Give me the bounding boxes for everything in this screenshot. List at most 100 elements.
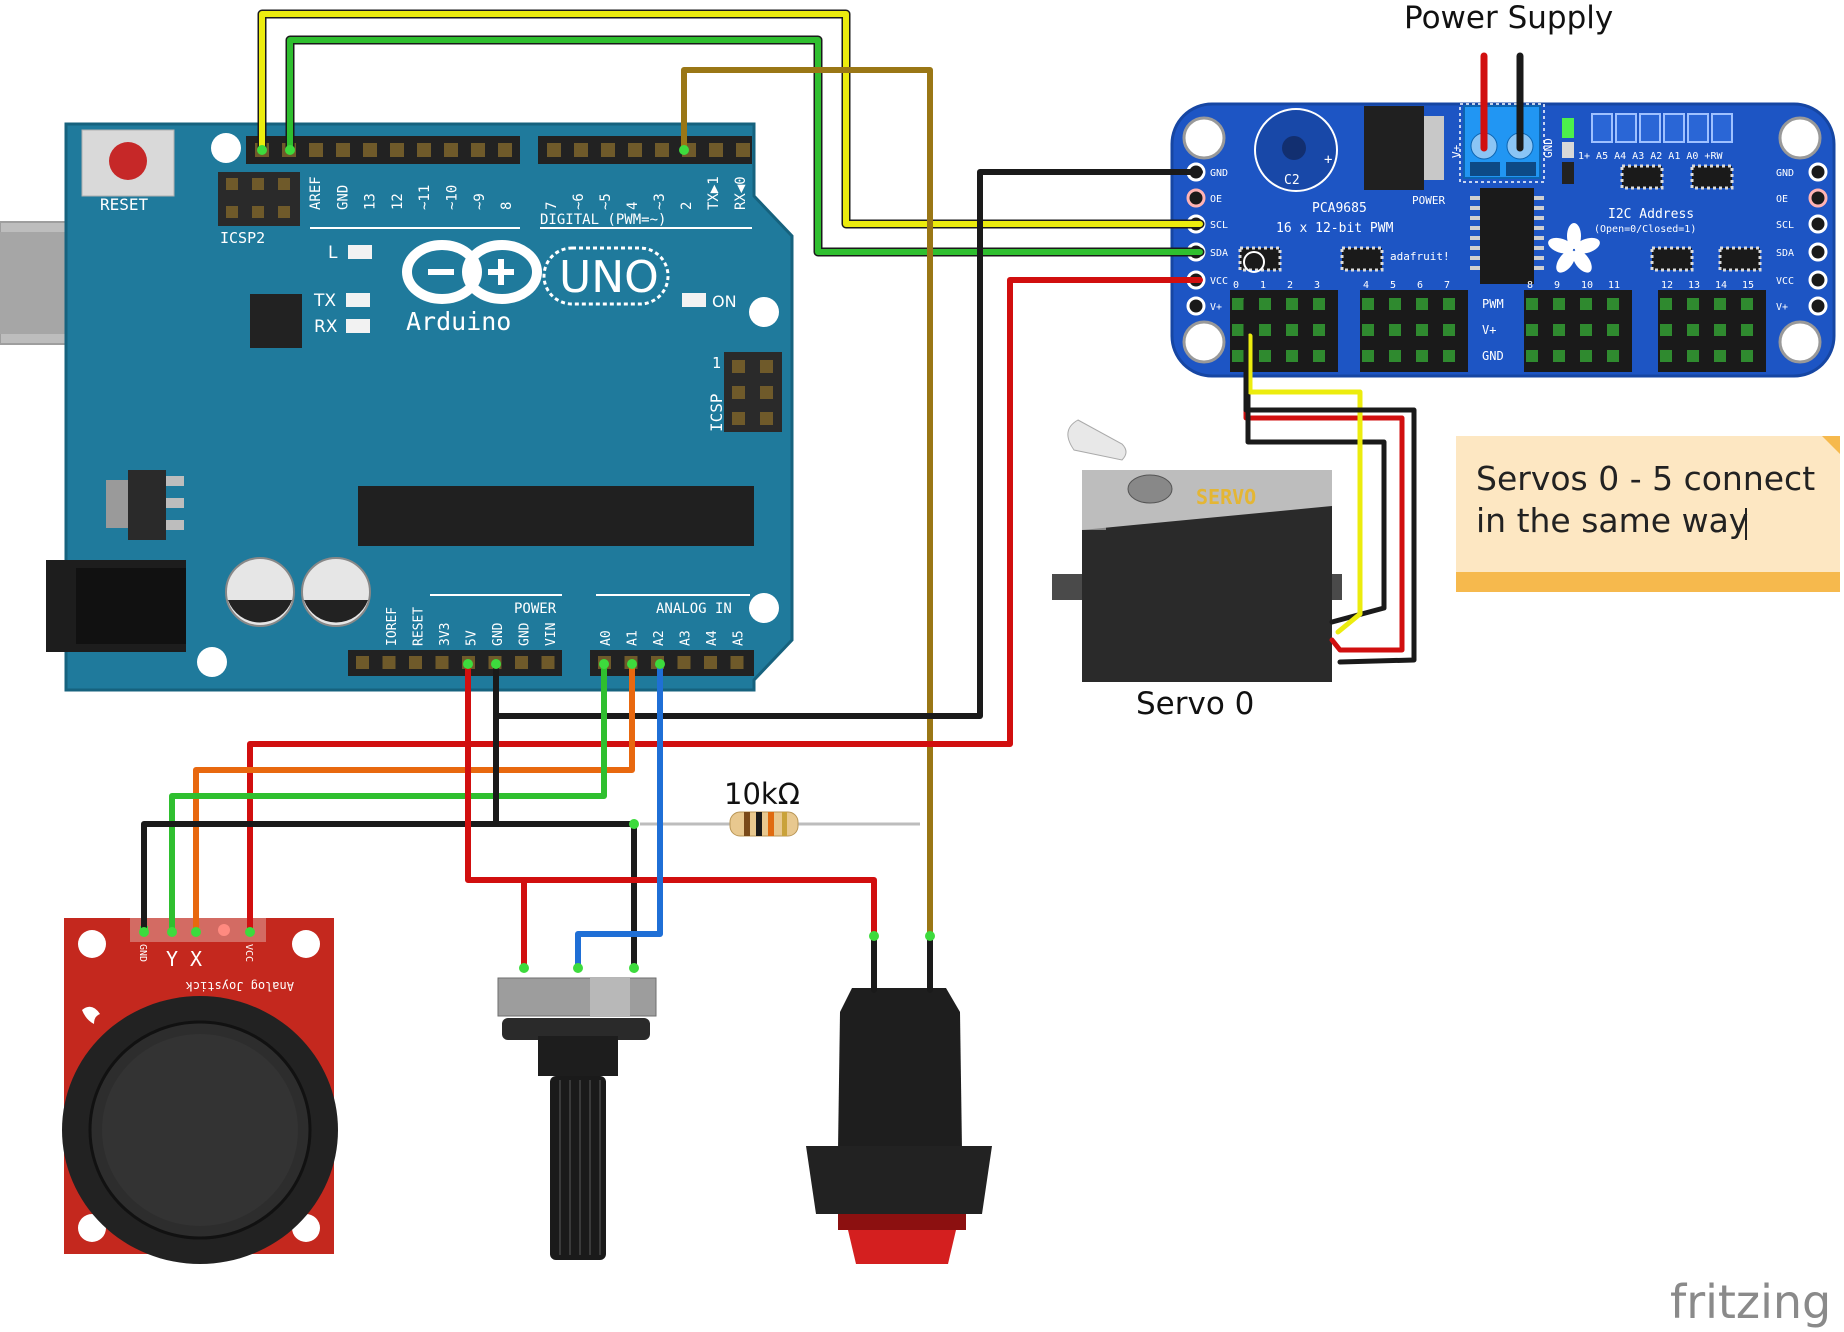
pwm-channel-label: 3 [1314, 280, 1320, 291]
address-pad[interactable] [1711, 113, 1733, 143]
pin-socket[interactable] [655, 143, 669, 157]
pwm-pin-socket[interactable] [1687, 350, 1699, 362]
pin-socket[interactable] [356, 656, 369, 669]
pwm-pin-socket[interactable] [1526, 350, 1538, 362]
pwm-pin-socket[interactable] [1660, 324, 1672, 336]
pin-socket[interactable] [409, 656, 422, 669]
pwm-pin-socket[interactable] [1286, 350, 1298, 362]
pwm-left-pin[interactable] [1186, 188, 1206, 208]
pin-socket[interactable] [730, 656, 744, 669]
pin-socket[interactable] [390, 143, 404, 157]
pwm-pin-socket[interactable] [1443, 298, 1455, 310]
pwm-channel-label: 15 [1742, 280, 1754, 291]
pwm-pin-socket[interactable] [1259, 324, 1271, 336]
button-cap[interactable] [848, 1230, 956, 1264]
pwm-pin-socket[interactable] [1607, 350, 1619, 362]
pwm-pin-socket[interactable] [1660, 298, 1672, 310]
pin-socket[interactable] [677, 656, 691, 669]
reset-button-cap[interactable] [109, 142, 147, 180]
pwm-pin-socket[interactable] [1232, 324, 1244, 336]
pwm-right-pin[interactable] [1808, 162, 1828, 182]
servo-horn[interactable] [1067, 419, 1127, 461]
wire-a1-orange [193, 661, 635, 933]
pwm-right-pin[interactable] [1808, 296, 1828, 316]
digital-pin-label: RX◀0 [733, 176, 749, 210]
address-pad[interactable] [1591, 113, 1613, 143]
digital-pin-sockets [255, 143, 750, 157]
pca9685-chip [1480, 188, 1534, 284]
pin-socket[interactable] [541, 656, 555, 669]
pin-socket[interactable] [336, 143, 350, 157]
pin-socket[interactable] [709, 143, 723, 157]
pwm-pin-socket[interactable] [1286, 298, 1298, 310]
pwm-pin-socket[interactable] [1389, 350, 1401, 362]
pwm-pin-socket[interactable] [1741, 324, 1753, 336]
pin-socket[interactable] [498, 143, 512, 157]
pin-socket[interactable] [382, 656, 396, 669]
pwm-pin-socket[interactable] [1416, 324, 1428, 336]
pwm-left-pin[interactable] [1186, 296, 1206, 316]
pwm-pin-socket[interactable] [1389, 324, 1401, 336]
pin-socket[interactable] [574, 143, 588, 157]
pin-socket[interactable] [363, 143, 377, 157]
pin-socket[interactable] [736, 143, 750, 157]
pwm-pin-socket[interactable] [1313, 324, 1325, 336]
pwm-pin-socket[interactable] [1232, 298, 1244, 310]
pwm-pin-socket[interactable] [1741, 298, 1753, 310]
digital-pin-label: 2 [679, 202, 695, 210]
pot-shaft[interactable] [550, 1076, 606, 1260]
pwm-pin-socket[interactable] [1607, 298, 1619, 310]
pwm-pin-socket[interactable] [1443, 350, 1455, 362]
pwm-pin-socket[interactable] [1553, 324, 1565, 336]
address-pad[interactable] [1663, 113, 1685, 143]
address-pad[interactable] [1687, 113, 1709, 143]
pwm-pin-socket[interactable] [1362, 298, 1374, 310]
pwm-pin-socket[interactable] [1580, 350, 1592, 362]
pwm-pin-socket[interactable] [1687, 298, 1699, 310]
address-pad[interactable] [1639, 113, 1661, 143]
pwm-pin-socket[interactable] [1313, 350, 1325, 362]
pin-socket[interactable] [601, 143, 615, 157]
pwm-right-pin[interactable] [1808, 214, 1828, 234]
pwm-pin-socket[interactable] [1416, 350, 1428, 362]
pin-socket[interactable] [547, 143, 561, 157]
pwm-pin-socket[interactable] [1259, 298, 1271, 310]
pwm-pin-socket[interactable] [1259, 350, 1271, 362]
pwm-pin-socket[interactable] [1389, 298, 1401, 310]
pwm-pin-socket[interactable] [1687, 324, 1699, 336]
pin-socket[interactable] [435, 656, 449, 669]
pin-socket[interactable] [704, 656, 717, 669]
pin-socket[interactable] [471, 143, 485, 157]
pwm-pin-socket[interactable] [1526, 298, 1538, 310]
pwm-pin-socket[interactable] [1526, 324, 1538, 336]
pwm-right-pin[interactable] [1808, 242, 1828, 262]
pwm-pin-socket[interactable] [1714, 350, 1726, 362]
pin-socket[interactable] [444, 143, 458, 157]
pwm-pin-socket[interactable] [1580, 324, 1592, 336]
pin-socket[interactable] [309, 143, 323, 157]
joystick-cap-top[interactable] [102, 1034, 298, 1226]
pwm-right-pin[interactable] [1808, 270, 1828, 290]
pwm-pin-socket[interactable] [1741, 350, 1753, 362]
pwm-pin-socket[interactable] [1362, 324, 1374, 336]
pwm-pin-socket[interactable] [1660, 350, 1672, 362]
pwm-pin-socket[interactable] [1443, 324, 1455, 336]
pwm-pin-socket[interactable] [1416, 298, 1428, 310]
pwm-pin-socket[interactable] [1286, 324, 1298, 336]
address-pad[interactable] [1615, 113, 1637, 143]
pwm-right-pin[interactable] [1808, 188, 1828, 208]
pwm-pin-socket[interactable] [1553, 298, 1565, 310]
servo-body-label: SERVO [1196, 485, 1256, 509]
pwm-pin-socket[interactable] [1553, 350, 1565, 362]
pin-socket[interactable] [628, 143, 642, 157]
pwm-pin-socket[interactable] [1580, 298, 1592, 310]
pwm-pin-socket[interactable] [1313, 298, 1325, 310]
pwm-pin-socket[interactable] [1362, 350, 1374, 362]
adafruit-flower-icon [1548, 223, 1600, 273]
pwm-pin-socket[interactable] [1232, 350, 1244, 362]
pwm-pin-socket[interactable] [1714, 298, 1726, 310]
pwm-pin-socket[interactable] [1714, 324, 1726, 336]
pwm-pin-socket[interactable] [1607, 324, 1619, 336]
pin-socket[interactable] [515, 656, 528, 669]
pin-socket[interactable] [417, 143, 431, 157]
